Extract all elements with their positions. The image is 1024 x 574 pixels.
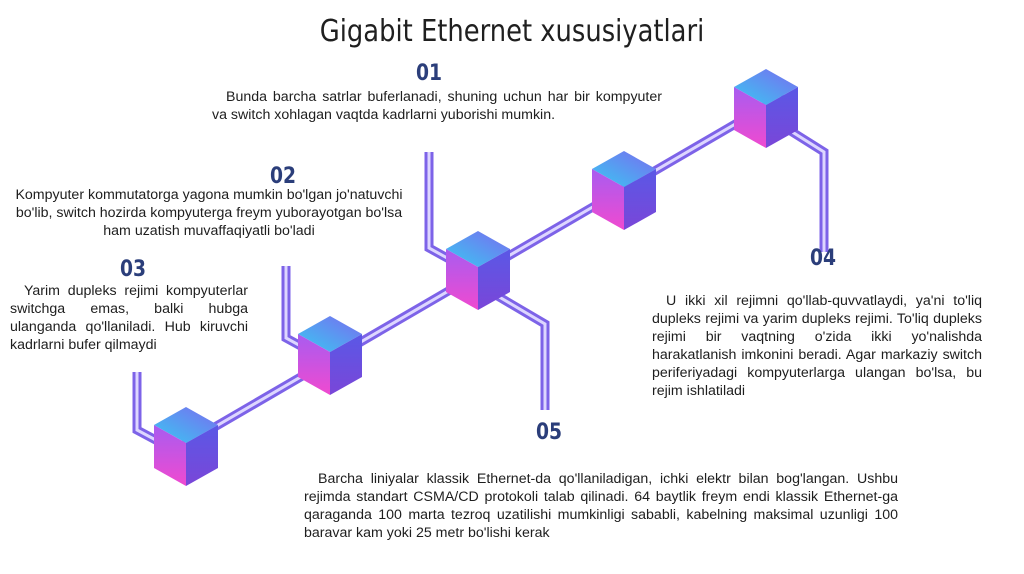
page-title: Gigabit Ethernet xususiyatlari xyxy=(72,14,953,49)
step-text-04: U ikki xil rejimni qo'llab-quvvatlaydi, … xyxy=(652,292,982,400)
leader-line-05 xyxy=(484,288,545,410)
cube-node-5 xyxy=(734,69,798,148)
step-text-03: Yarim dupleks rejimi kompyuterlar switch… xyxy=(10,282,248,354)
cube-node-4 xyxy=(592,151,656,230)
step-number-05: 05 xyxy=(536,420,562,445)
step-number-04: 04 xyxy=(810,246,836,271)
step-text-01: Bunda barcha satrlar buferlanadi, shunin… xyxy=(212,88,662,124)
step-number-01: 01 xyxy=(416,61,442,86)
step-text-02: Kompyuter kommutatorga yagona mumkin bo'… xyxy=(14,186,404,240)
step-number-03: 03 xyxy=(120,257,146,282)
step-text-05: Barcha liniyalar klassik Ethernet-da qo'… xyxy=(304,470,898,542)
cube-node-2 xyxy=(298,316,362,395)
cube-node-1 xyxy=(154,407,218,486)
